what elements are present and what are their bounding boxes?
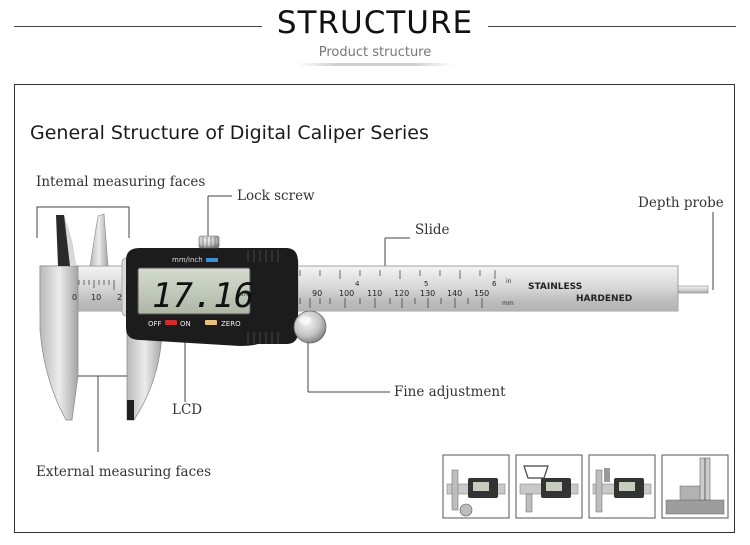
inch-scale-label: 4 — [355, 280, 360, 288]
label-internal-measuring-faces: Intemal measuring faces — [36, 174, 206, 190]
scale-label: 120 — [394, 289, 409, 298]
step-measure-icon — [588, 454, 656, 519]
scale-label: 2 — [117, 293, 122, 302]
label-lock-screw: Lock screw — [237, 188, 315, 204]
scale-label: 110 — [367, 289, 382, 298]
label-fine-adjustment: Fine adjustment — [394, 384, 506, 400]
inch-scale-label: 5 — [424, 280, 428, 288]
page-title: STRUCTURE — [276, 5, 474, 41]
header-rule-left — [14, 26, 262, 27]
depth-measure-icon — [661, 454, 729, 519]
scale-label: 150 — [474, 289, 489, 298]
leader-lines — [36, 195, 714, 452]
mode-indicator — [206, 258, 218, 262]
lock-screw — [198, 235, 220, 249]
zero-button — [205, 320, 217, 325]
off-label: OFF — [148, 320, 162, 328]
lcd-reading: 17.16 — [152, 276, 254, 316]
section-heading: General Structure of Digital Caliper Ser… — [30, 122, 429, 144]
lcd-window — [137, 267, 251, 315]
display-unit-top: mm/inch — [172, 256, 203, 264]
content-frame — [14, 84, 735, 533]
fine-adjustment-wheel — [293, 310, 327, 344]
scale-label: 140 — [447, 289, 462, 298]
label-external-measuring-faces: External measuring faces — [36, 464, 212, 480]
outside-measure-icon — [442, 454, 510, 519]
inside-measure-icon — [515, 454, 583, 519]
internal-faces-bracket — [36, 206, 130, 238]
off-button — [165, 320, 177, 325]
label-depth-probe: Depth probe — [638, 195, 724, 211]
scale-label: 0 — [72, 293, 77, 302]
on-label: ON — [180, 320, 191, 328]
subtitle-underline — [297, 63, 453, 66]
fixed-outside-jaw — [39, 265, 79, 421]
beam-unit-mm: mm — [502, 300, 514, 307]
usage-thumbnails — [442, 454, 729, 519]
depth-probe-rod — [675, 285, 709, 294]
thumb-grip — [247, 250, 279, 344]
label-slide: Slide — [415, 222, 450, 238]
scale-label: 10 — [91, 293, 101, 302]
label-lcd: LCD — [172, 402, 203, 418]
beam-text-stainless: STAINLESS — [528, 282, 582, 292]
sliding-inside-jaw — [89, 213, 109, 267]
zero-label: ZERO — [221, 320, 241, 328]
lcd-unit: mm — [236, 291, 248, 298]
scale-label: 130 — [420, 289, 435, 298]
inch-scale-label: 6 — [492, 280, 497, 288]
scale-label: 100 — [339, 289, 354, 298]
scale-label: 90 — [312, 289, 322, 298]
beam-text-hardened: HARDENED — [576, 294, 632, 304]
beam-unit-in: in — [506, 278, 512, 285]
page-subtitle: Product structure — [318, 45, 432, 60]
header-rule-right — [488, 26, 736, 27]
